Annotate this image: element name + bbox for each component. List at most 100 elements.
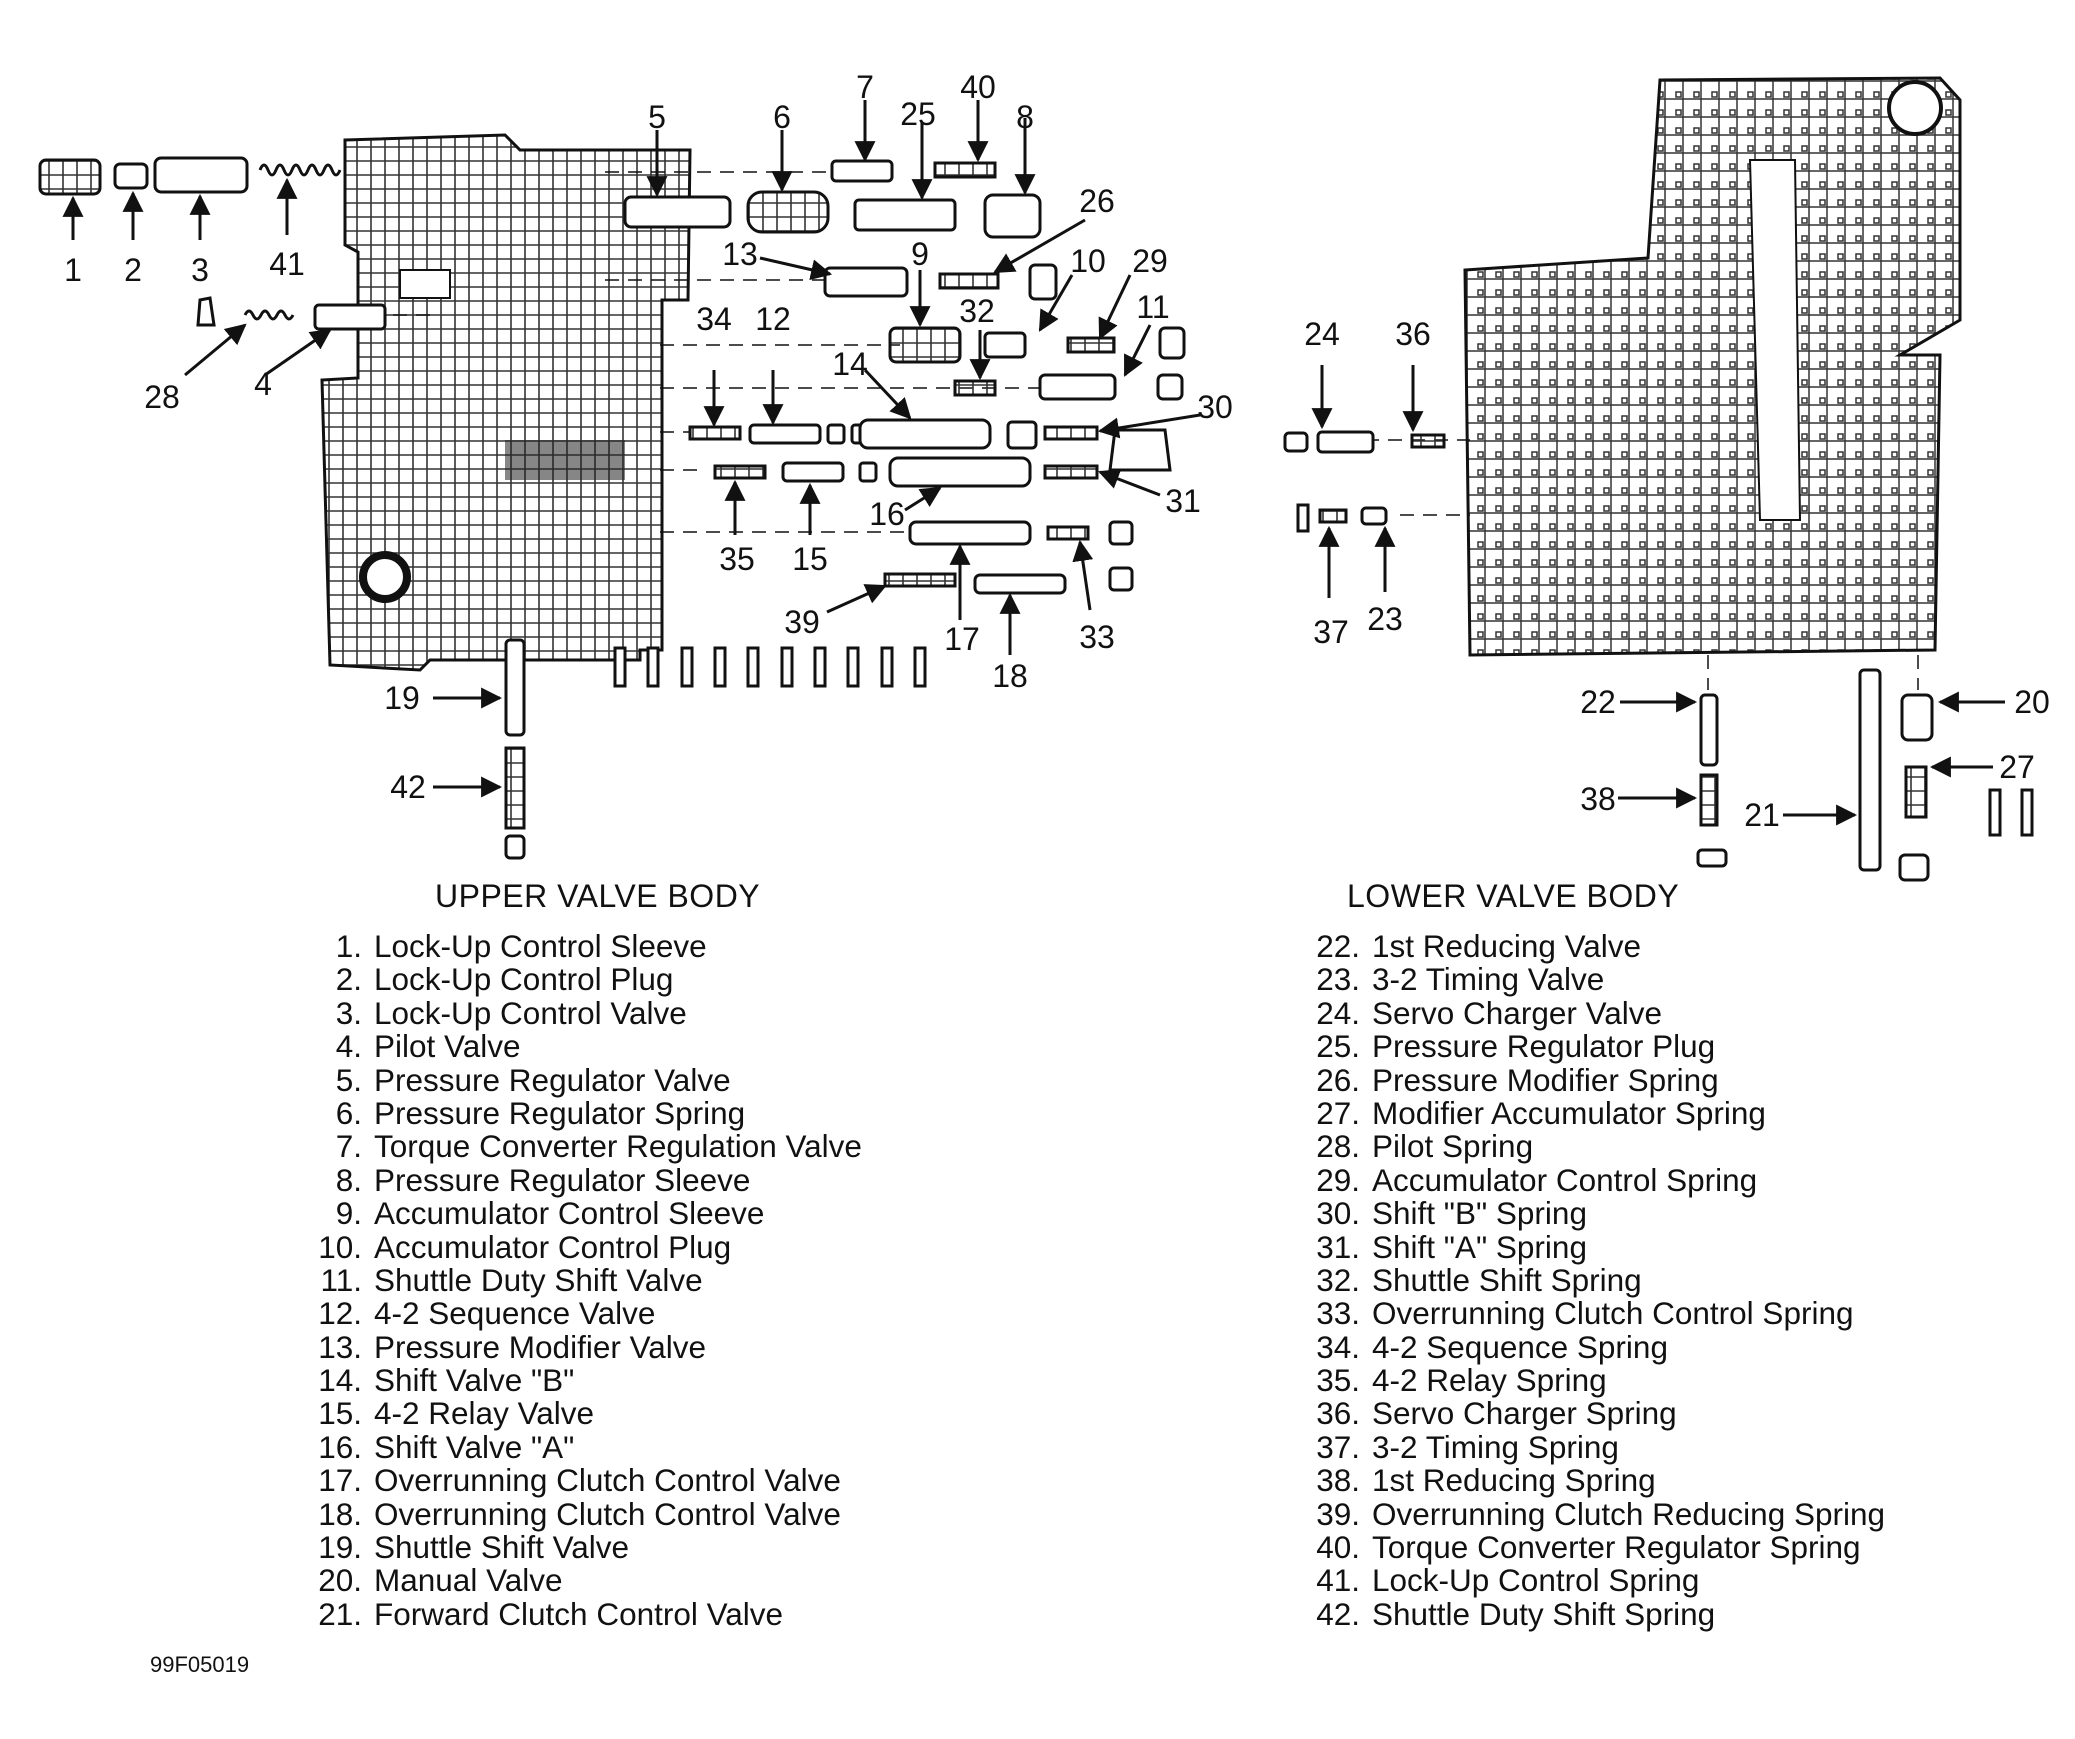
part-37-spring [1318,508,1348,524]
part-30-spring [1043,425,1099,441]
valve-parts [38,156,2034,882]
legend-item: 17.Overrunning Clutch Control Valve [318,1462,841,1499]
part-11-cap [1156,373,1184,401]
part-16-shift-valve-a [888,456,1032,488]
part-33-cap-a [1108,520,1134,546]
callout-36: 36 [1395,316,1431,352]
legend-item: 14.Shift Valve "B" [318,1362,575,1399]
lower-legend: 22.1st Reducing Valve 23.3-2 Timing Valv… [1298,928,1885,1632]
figure-id: 99F05019 [150,1652,250,1677]
legend-item: 24.Servo Charger Valve [1316,994,1663,1031]
legend-item: 29.Accumulator Control Spring [1316,1161,1758,1198]
callout-13: 13 [722,236,758,272]
legend-item: 30.Shift "B" Spring [1316,1195,1587,1232]
part-28-cap [196,296,216,327]
legend-item: 35.4-2 Relay Spring [1316,1362,1607,1399]
legend-item: 20.Manual Valve [318,1562,563,1599]
legend-item: 16.Shift Valve "A" [318,1428,575,1465]
legend-item: 22.1st Reducing Valve [1316,928,1642,964]
legend-item: 5.Pressure Regulator Valve [335,1061,731,1098]
legend-item: 13.Pressure Modifier Valve [318,1328,707,1365]
upper-valve-body-casting [320,133,692,672]
part-8-regulator-sleeve [983,193,1042,239]
callout-25: 25 [900,96,936,132]
part-29-cap [1158,326,1186,360]
part-4-pilot-valve [313,303,387,331]
part-24-servo-valve [1316,430,1375,454]
pins-row [613,646,927,688]
legend-item: 36.Servo Charger Spring [1316,1395,1677,1432]
part-14-shift-valve-b [858,418,992,450]
part-21-forward-valve [1858,668,1882,872]
part-1-sleeve [38,158,102,196]
legend-item: 9.Accumulator Control Sleeve [335,1195,765,1232]
callout-21: 21 [1744,797,1780,833]
part-25-regulator-plug [853,198,957,232]
legend-item: 21.Forward Clutch Control Valve [318,1595,784,1632]
part-34-spring [688,425,742,441]
part-18-clutch-valve [973,573,1067,595]
callout-18: 18 [992,658,1028,694]
part-27-spring [1904,765,1928,819]
callout-38: 38 [1580,781,1616,817]
part-37-pin [1296,503,1310,533]
callout-24: 24 [1304,316,1340,352]
legend-item: 37.3-2 Timing Spring [1316,1428,1619,1465]
legend-item: 34.4-2 Sequence Spring [1316,1328,1668,1365]
callout-17: 17 [944,621,980,657]
callout-7: 7 [856,69,874,105]
callout-26: 26 [1079,183,1115,219]
legend-item: 3.Lock-Up Control Valve [335,994,687,1031]
legend-item: 10.Accumulator Control Plug [318,1228,732,1265]
part-19-shuttle-valve [504,638,526,737]
callout-35: 35 [719,541,755,577]
upper-legend: 1.Lock-Up Control Sleeve 2.Lock-Up Contr… [300,929,862,1632]
callout-2: 2 [124,252,142,288]
part-14-end [1006,420,1038,450]
callout-33: 33 [1079,619,1115,655]
legend-item: 27.Modifier Accumulator Spring [1316,1094,1766,1131]
legend-item: 41.Lock-Up Control Spring [1316,1562,1700,1599]
part-40-spring [933,161,997,179]
pin-right [2020,788,2034,837]
part-33-cap-b [1108,566,1134,592]
callout-19: 19 [384,680,420,716]
callout-6: 6 [773,99,791,135]
part-15-cap [858,461,878,483]
part-12-sequence-valve [748,423,822,445]
part-29-spring [1066,336,1116,354]
legend-item: 6.Pressure Regulator Spring [335,1094,746,1131]
part-11-shuttle-valve [1038,373,1117,401]
legend-item: 12.4-2 Sequence Valve [318,1295,656,1332]
part-24-cap [1283,431,1309,453]
callout-28: 28 [144,379,180,415]
callout-3: 3 [191,252,209,288]
legend-item: 8.Pressure Regulator Sleeve [335,1161,751,1198]
part-42-spring [504,746,526,830]
part-23-timing-valve [1360,506,1388,526]
part-20-manual-valve [1900,693,1934,742]
part-2-plug [113,162,149,190]
part-22-reducing-valve [1699,693,1719,767]
callout-4: 4 [254,366,272,402]
part-5-regulator-valve [623,195,732,229]
legend-item: 42.Shuttle Duty Shift Spring [1316,1595,1716,1632]
callout-32: 32 [959,293,995,329]
legend-item: 2.Lock-Up Control Plug [335,961,674,998]
callout-20: 20 [2014,684,2050,720]
part-38-spring [1699,773,1719,827]
part-31-spring [1043,464,1099,480]
lower-valve-body-title: LOWER VALVE BODY [1347,878,1680,914]
leader-arrows [62,100,2005,826]
part-27-cap [1898,853,1930,882]
legend-item: 33.Overrunning Clutch Control Spring [1316,1295,1854,1332]
legend-item: 40.Torque Converter Regulator Spring [1316,1529,1861,1566]
legend-item: 31.Shift "A" Spring [1316,1228,1587,1265]
legend-item: 18.Overrunning Clutch Control Valve [318,1495,841,1532]
callout-29: 29 [1132,243,1168,279]
part-6-regulator-spring [746,190,830,234]
callout-30: 30 [1197,389,1233,425]
callout-5: 5 [648,99,666,135]
legend-item: 38.1st Reducing Spring [1316,1462,1656,1499]
